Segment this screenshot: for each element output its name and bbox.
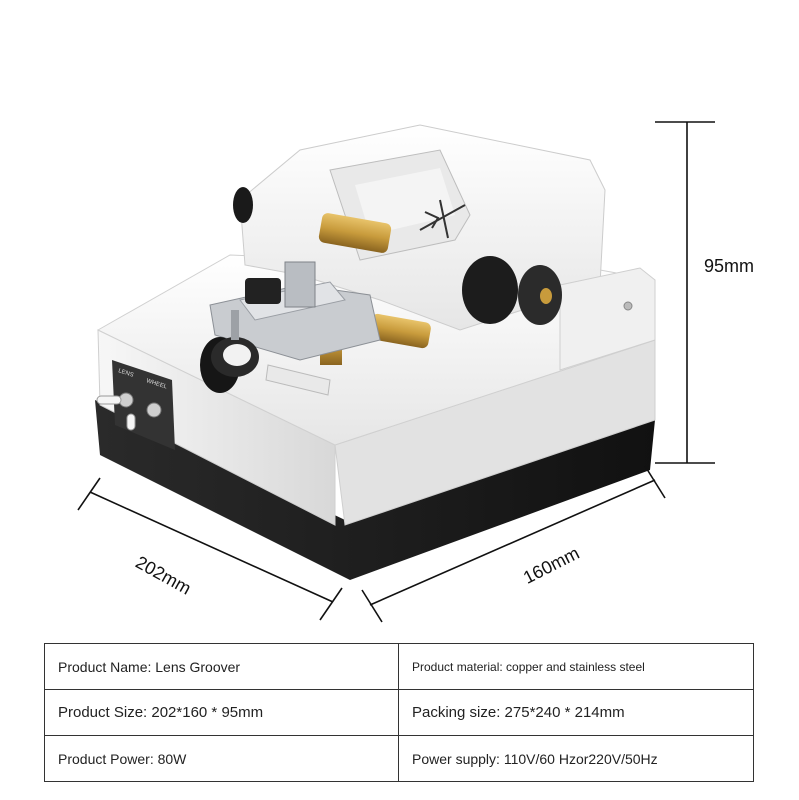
spec-product-power: Product Power: 80W — [44, 735, 399, 782]
table-row: Product Name: Lens Groover Product mater… — [44, 643, 754, 690]
brass-shaft-lower — [369, 313, 431, 349]
knob-top-left — [233, 187, 253, 223]
product-scene: LENS WHEEL — [77, 121, 715, 623]
dimension-height-label: 95mm — [704, 256, 755, 276]
spec-packing-size: Packing size: 275*240 * 214mm — [398, 689, 754, 736]
table-row: Product Power: 80W Power supply: 110V/60… — [44, 735, 754, 782]
brass-shaft-upper — [318, 213, 392, 253]
lens-groover-illustration: LENS WHEEL — [77, 121, 715, 623]
side-panel — [559, 267, 656, 371]
dial-front — [200, 310, 259, 393]
table-row: Product Size: 202*160 * 95mm Packing siz… — [44, 689, 754, 736]
spec-table: Product Name: Lens Groover Product mater… — [44, 643, 754, 782]
brand-logo-mark — [419, 199, 466, 239]
knob-right — [462, 256, 562, 325]
machine-base — [95, 400, 655, 580]
dimension-lines — [77, 121, 715, 623]
switch-label-left: LENS — [117, 368, 134, 379]
spec-product-material: Product material: copper and stainless s… — [398, 643, 754, 690]
spec-product-size: Product Size: 202*160 * 95mm — [44, 689, 399, 736]
label-sticker — [265, 364, 331, 396]
spec-power-supply: Power supply: 110V/60 Hzor220V/50Hz — [398, 735, 754, 782]
toggle-switch-wheel — [146, 402, 162, 418]
spec-product-name: Product Name: Lens Groover — [44, 643, 399, 690]
